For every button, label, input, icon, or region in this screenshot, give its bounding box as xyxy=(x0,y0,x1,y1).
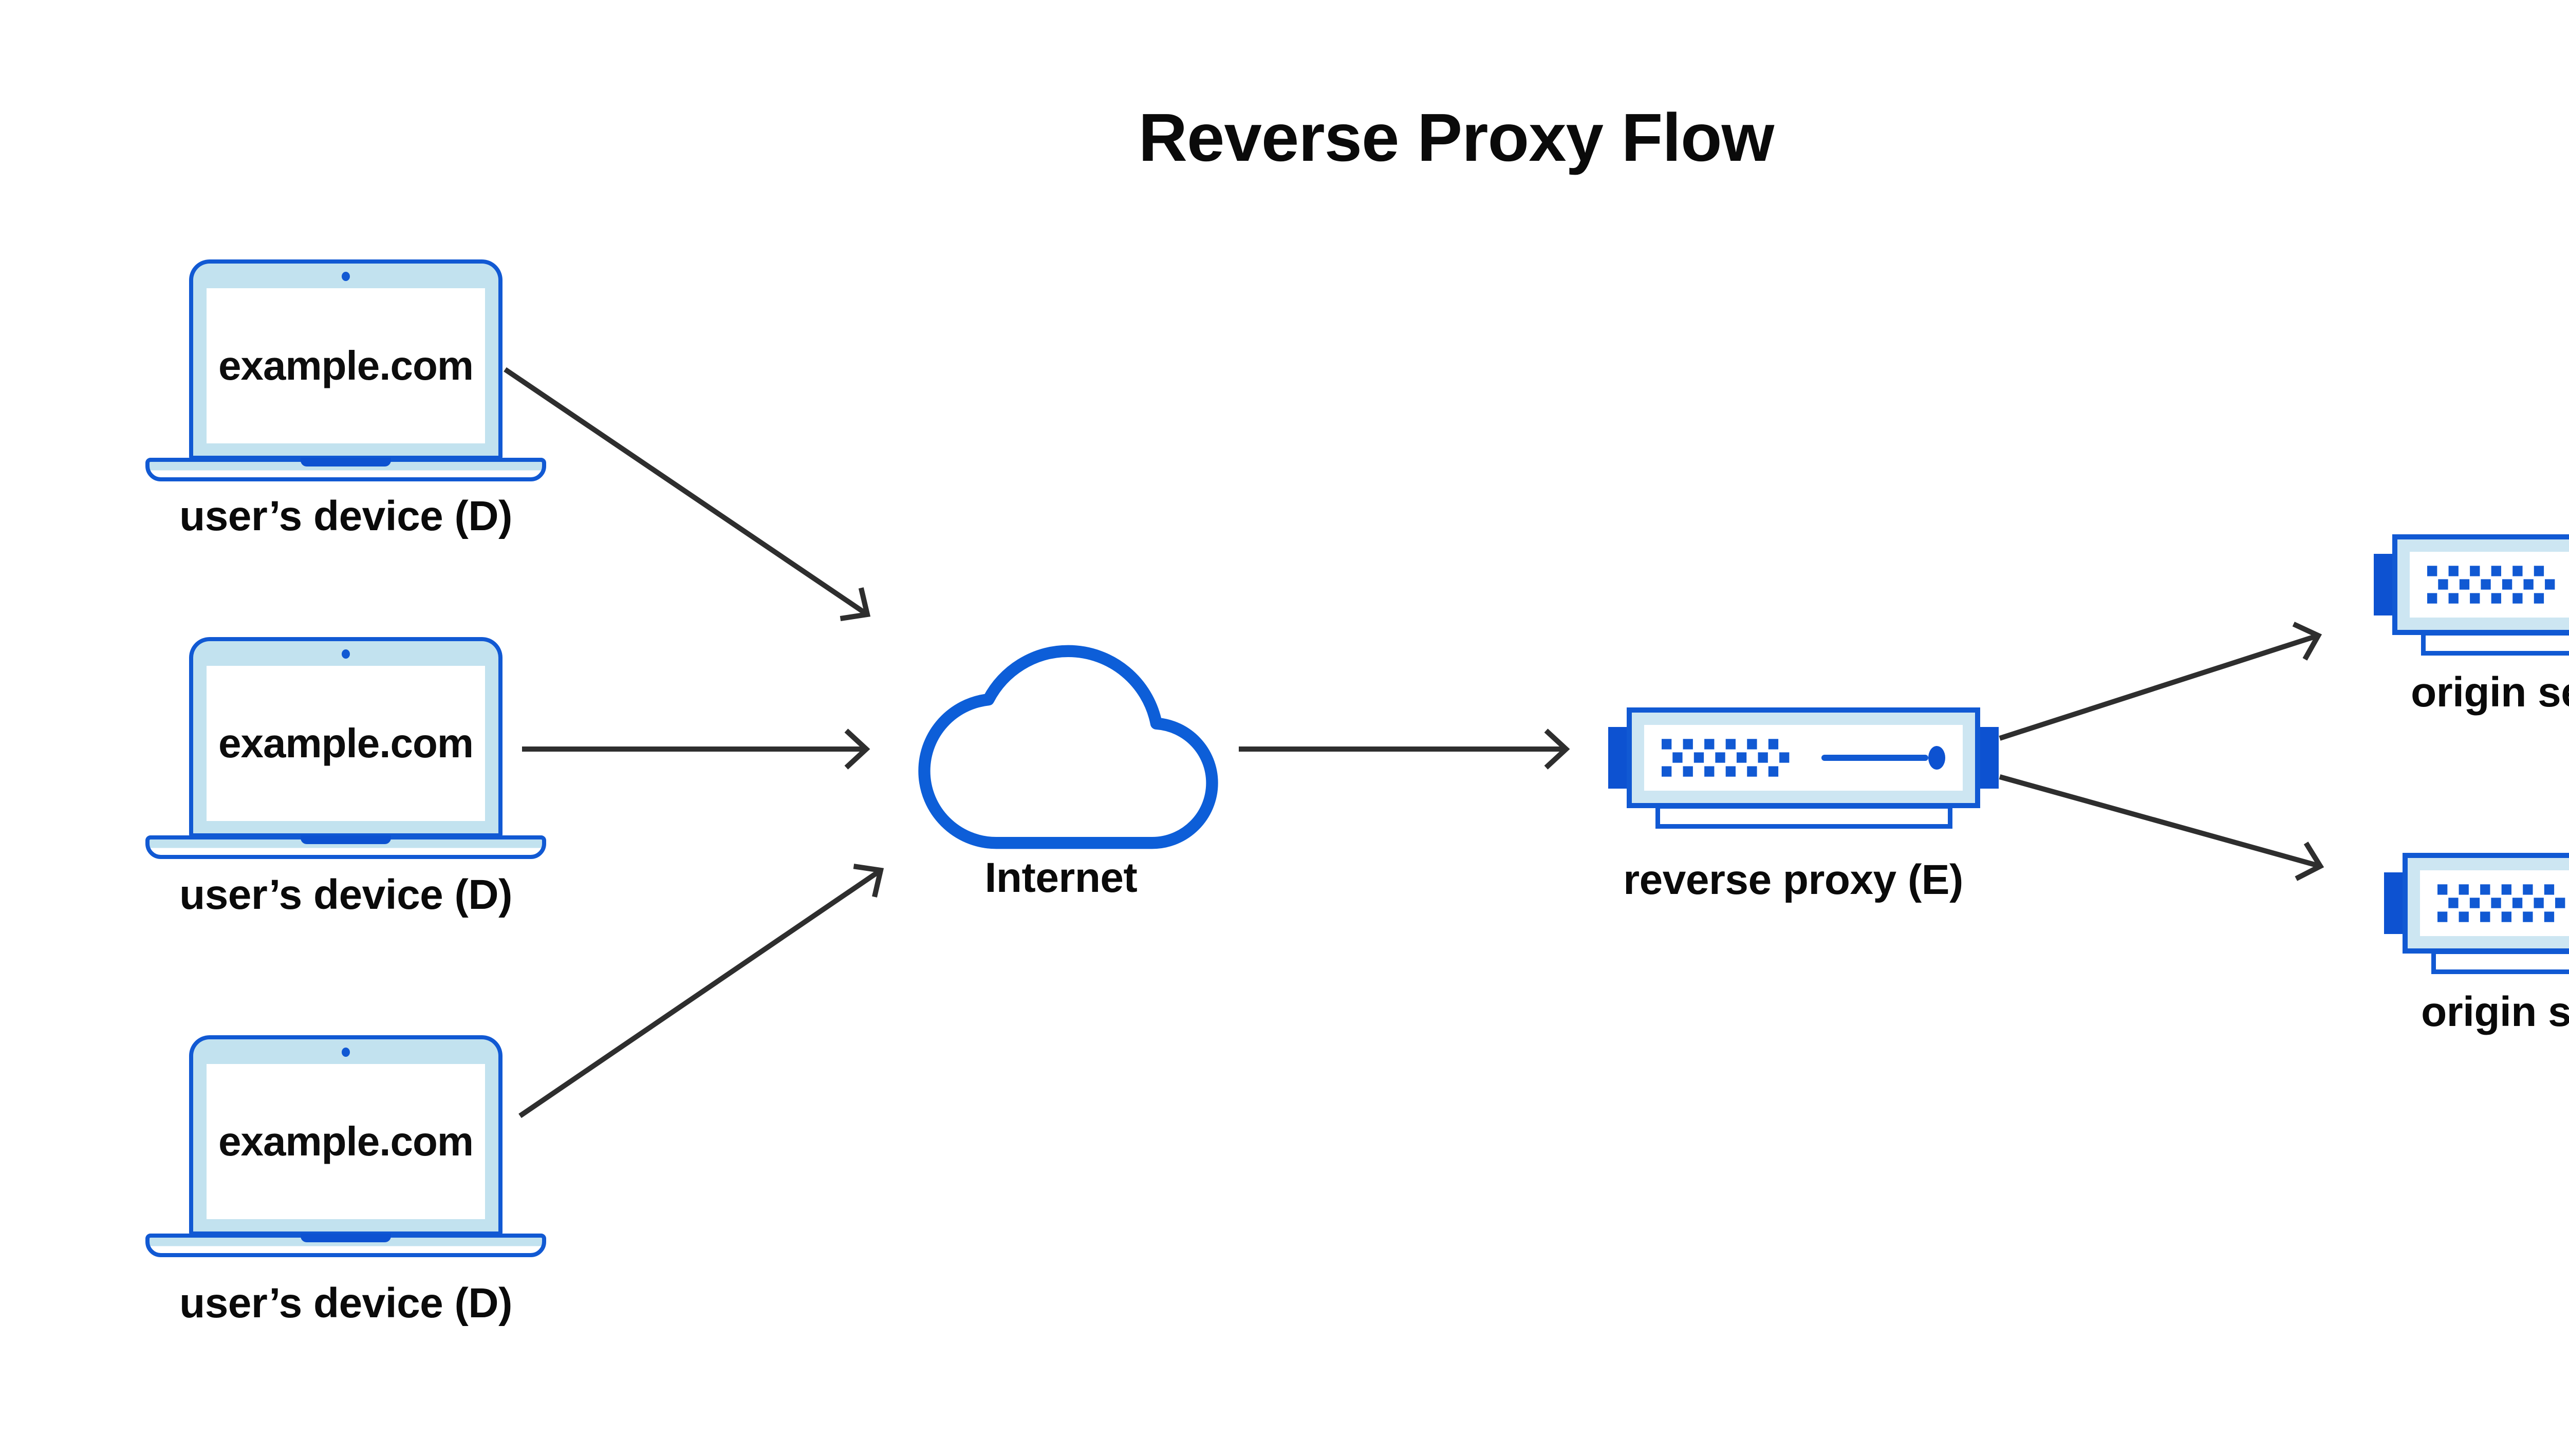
user-device-node-2: example.com xyxy=(145,637,546,859)
camera-dot-icon xyxy=(342,1048,350,1057)
laptop-icon: example.com xyxy=(189,637,502,837)
internet-node xyxy=(917,639,1219,855)
origin-server-node-1 xyxy=(2374,534,2569,656)
server-icon xyxy=(2403,853,2569,954)
laptop-screen: example.com xyxy=(207,1064,485,1219)
arrow-proxy-to-origin1 xyxy=(1999,622,2322,741)
laptop-notch xyxy=(301,458,391,466)
arrow-proxy-to-origin2 xyxy=(1999,774,2324,881)
server-icon xyxy=(2392,534,2569,635)
server-front-panel xyxy=(1644,725,1963,791)
page-title: Reverse Proxy Flow xyxy=(1138,100,1775,175)
laptop-icon: example.com xyxy=(189,1035,502,1236)
laptop-screen: example.com xyxy=(207,666,485,821)
cloud-icon xyxy=(918,645,1218,849)
laptop-icon: example.com xyxy=(189,259,502,460)
device-label-3: user’s device (D) xyxy=(179,1280,512,1327)
user-device-node-1: example.com xyxy=(145,259,546,481)
vents-grid-icon xyxy=(2427,566,2555,604)
origin-server-label-1: origin server (F) xyxy=(2411,669,2569,716)
origin-server-node-2 xyxy=(2384,853,2569,974)
server-front-panel xyxy=(2410,552,2569,618)
server-icon xyxy=(1627,707,1980,808)
origin-server-label-2: origin server (F) xyxy=(2421,988,2569,1035)
device-label-2: user’s device (D) xyxy=(179,871,512,918)
device-screen-url: example.com xyxy=(218,720,474,766)
camera-dot-icon xyxy=(342,272,350,281)
user-device-node-3: example.com xyxy=(145,1035,546,1257)
device-screen-url: example.com xyxy=(218,343,474,388)
arrow-device1-to-internet xyxy=(504,367,871,621)
vents-grid-icon xyxy=(2437,884,2565,922)
server-slot-line xyxy=(1821,755,1929,761)
laptop-notch xyxy=(301,835,391,844)
internet-label: Internet xyxy=(984,854,1138,901)
laptop-notch xyxy=(301,1234,391,1242)
server-power-dot-icon xyxy=(1928,746,1945,770)
camera-dot-icon xyxy=(342,649,350,659)
reverse-proxy-label: reverse proxy (E) xyxy=(1623,856,1963,903)
laptop-screen: example.com xyxy=(207,288,485,443)
reverse-proxy-node xyxy=(1608,707,1999,829)
device-label-1: user’s device (D) xyxy=(179,493,512,539)
vents-grid-icon xyxy=(1662,739,1790,777)
server-front-panel xyxy=(2420,870,2569,936)
arrow-device3-to-internet xyxy=(518,864,884,1118)
device-screen-url: example.com xyxy=(218,1118,474,1164)
